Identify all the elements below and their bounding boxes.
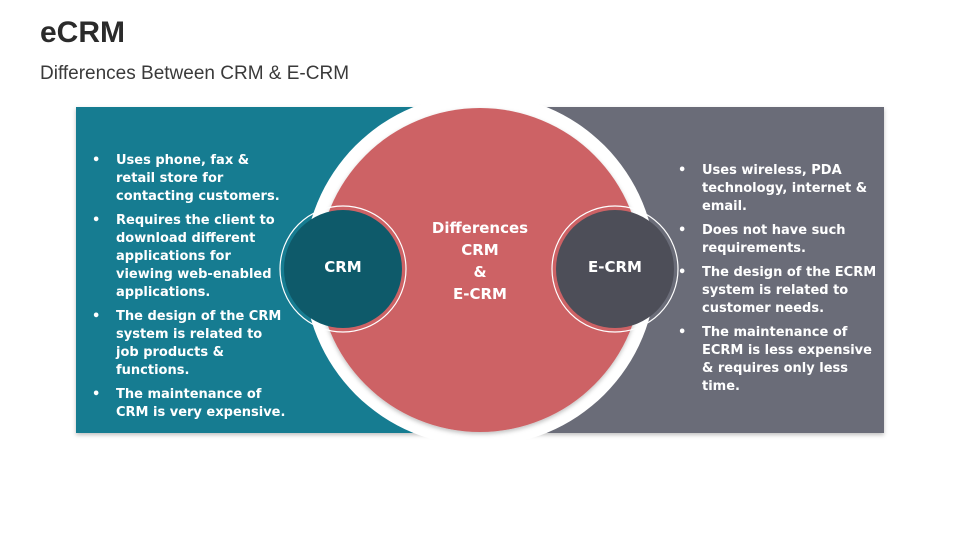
ecrm-circle xyxy=(556,210,674,328)
crm-points-list: Uses phone, fax & retail store for conta… xyxy=(92,152,288,428)
crm-label: CRM xyxy=(324,258,362,276)
center-label: Differences CRM & E-CRM xyxy=(400,217,560,305)
ecrm-point: The maintenance of ECRM is less expensiv… xyxy=(678,324,878,396)
center-label-line: Differences xyxy=(431,219,529,237)
ecrm-points-list: Uses wireless, PDA technology, internet … xyxy=(678,162,878,402)
ecrm-point: Does not have such requirements. xyxy=(678,222,878,258)
center-label-line: & xyxy=(473,263,487,281)
crm-circle xyxy=(284,210,402,328)
crm-point: The design of the CRM system is related … xyxy=(92,308,288,380)
crm-point: Requires the client to download differen… xyxy=(92,212,288,302)
center-label-line: CRM xyxy=(461,241,499,259)
crm-point: Uses phone, fax & retail store for conta… xyxy=(92,152,288,206)
page-title: eCRM xyxy=(40,16,126,49)
page-subtitle: Differences Between CRM & E-CRM xyxy=(40,63,350,84)
center-circle xyxy=(318,108,642,432)
ecrm-point: The design of the ECRM system is related… xyxy=(678,264,878,318)
ecrm-point: Uses wireless, PDA technology, internet … xyxy=(678,162,878,216)
ecrm-label: E-CRM xyxy=(588,258,642,276)
center-label-line: E-CRM xyxy=(453,285,507,303)
crm-point: The maintenance of CRM is very expensive… xyxy=(92,386,288,422)
